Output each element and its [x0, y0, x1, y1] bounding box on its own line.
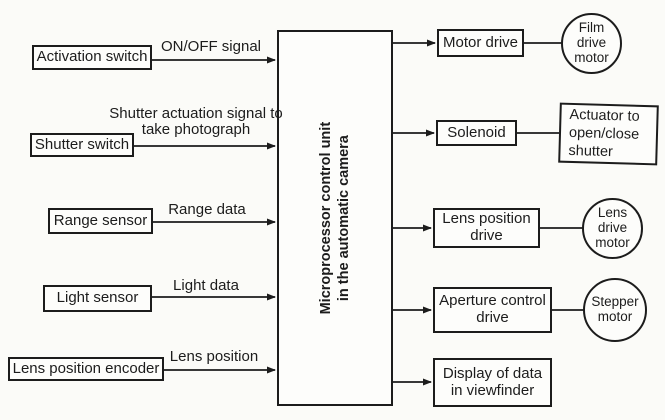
- output-box-motor-drive: Motor drive: [437, 29, 524, 57]
- mcu-label-line1: Microprocessor control unit: [317, 121, 334, 315]
- lens-position-drive-label: Lens position drive: [442, 210, 531, 244]
- motor-drive-label: Motor drive: [442, 33, 519, 51]
- range-sensor-label: Range sensor: [53, 211, 148, 229]
- output-box-display-viewfinder: Display of data in viewfinder: [433, 358, 552, 407]
- lens-position-encoder-label: Lens position encoder: [12, 359, 160, 377]
- signal-label-lens-position: Lens position: [169, 348, 259, 365]
- signal-label-shutter: Shutter actuation signal to take photogr…: [109, 105, 283, 139]
- mcu-label-line2: in the automatic camera: [336, 135, 352, 301]
- input-box-light-sensor: Light sensor: [43, 285, 152, 312]
- film-drive-motor-label: Film drive motor: [574, 20, 609, 65]
- microprocessor-control-unit-box: Microprocessor control unit in the autom…: [277, 30, 393, 406]
- shutter-switch-label: Shutter switch: [34, 135, 130, 153]
- terminal-circle-film-drive-motor: Film drive motor: [561, 13, 622, 74]
- solenoid-label: Solenoid: [447, 123, 506, 141]
- input-box-activation-switch: Activation switch: [32, 45, 152, 70]
- input-box-shutter-switch: Shutter switch: [30, 133, 134, 157]
- terminal-circle-stepper-motor: Stepper motor: [583, 278, 647, 342]
- display-viewfinder-label: Display of data in viewfinder: [442, 364, 543, 399]
- input-box-lens-position-encoder: Lens position encoder: [8, 357, 164, 381]
- terminal-circle-lens-drive-motor: Lens drive motor: [582, 198, 643, 259]
- activation-switch-label: Activation switch: [36, 48, 148, 66]
- output-box-lens-position-drive: Lens position drive: [433, 208, 540, 248]
- output-box-solenoid: Solenoid: [436, 120, 517, 146]
- output-box-aperture-control-drive: Aperture control drive: [433, 287, 552, 333]
- lens-drive-motor-label: Lens drive motor: [595, 205, 630, 250]
- stepper-motor-label: Stepper motor: [591, 294, 639, 324]
- terminal-box-actuator: Actuator to open/close shutter: [558, 102, 659, 166]
- input-box-range-sensor: Range sensor: [48, 208, 153, 234]
- actuator-label: Actuator to open/close shutter: [568, 106, 640, 161]
- aperture-control-drive-label: Aperture control drive: [439, 292, 546, 326]
- microprocessor-control-unit-label: Microprocessor control unit in the autom…: [317, 122, 353, 315]
- light-sensor-label: Light sensor: [56, 289, 139, 307]
- signal-label-light-data: Light data: [173, 277, 239, 294]
- signal-label-range-data: Range data: [168, 201, 246, 218]
- signal-label-on-off: ON/OFF signal: [160, 38, 262, 55]
